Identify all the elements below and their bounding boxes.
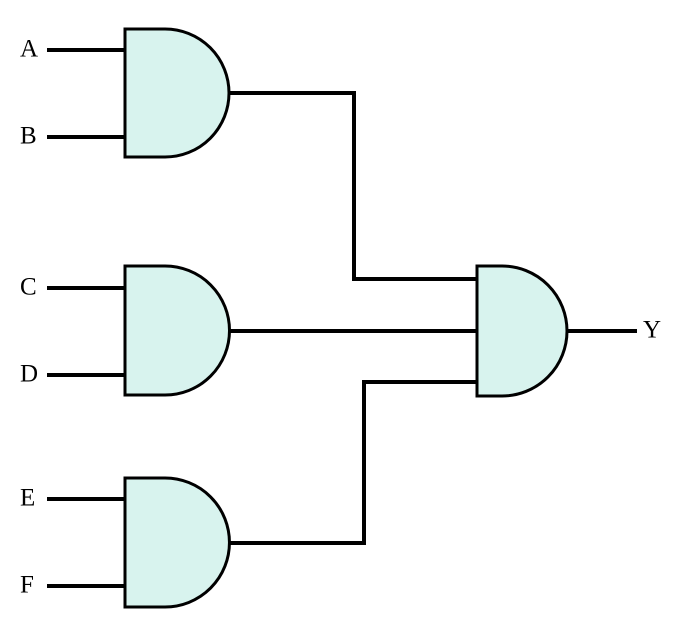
and-gate-2 <box>123 264 231 397</box>
output-label-y: Y <box>643 317 661 344</box>
input-label-f: F <box>20 572 34 599</box>
wire-gate3-to-gate4 <box>229 380 477 545</box>
input-label-c: C <box>20 274 37 301</box>
input-label-e: E <box>20 485 35 512</box>
input-label-a: A <box>20 36 38 63</box>
wire-gate1-to-gate4 <box>229 91 477 281</box>
input-label-d: D <box>20 361 38 388</box>
and-gate-4 <box>475 264 569 398</box>
input-label-b: B <box>20 123 37 150</box>
and-gate-3 <box>123 476 231 609</box>
and-gate-1 <box>123 27 231 159</box>
